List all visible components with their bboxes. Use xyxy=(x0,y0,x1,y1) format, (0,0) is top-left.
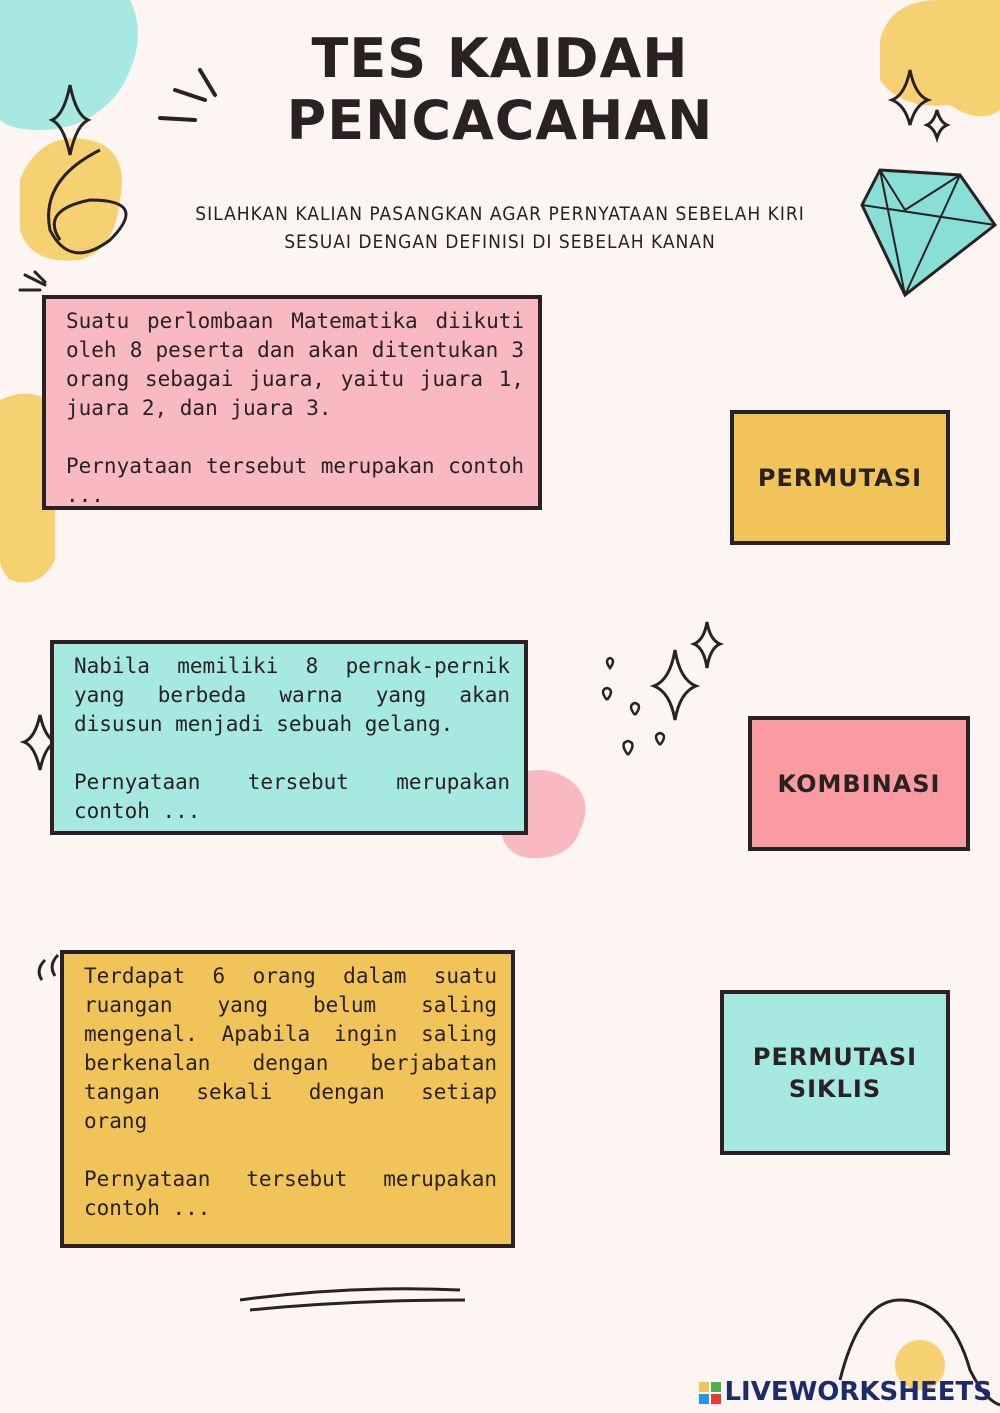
egg-decor xyxy=(838,1298,1000,1407)
sparkle-decor xyxy=(48,84,92,156)
sparkle-mid-decor xyxy=(649,649,701,721)
answer-label-1: PERMUTASI xyxy=(757,463,923,492)
hearts-decor xyxy=(601,656,666,756)
answer-box-kombinasi[interactable]: KOMBINASI xyxy=(748,716,970,851)
question-box-3[interactable]: Terdapat 6 orang dalam suatu ruangan yan… xyxy=(60,950,515,1248)
footer-brand: LIVEWORKSHEETS xyxy=(699,1377,992,1407)
sparkle-right-decor xyxy=(887,69,933,126)
question-1-text: Suatu perlombaan Matematika diikuti oleh… xyxy=(66,309,524,420)
bracket-decor xyxy=(18,270,47,292)
yellow-blob-decor xyxy=(20,138,122,261)
answer-box-permutasi-siklis[interactable]: PERMUTASI SIKLIS xyxy=(720,990,950,1155)
question-2-prompt: Pernyataan tersebut merupakan contoh ... xyxy=(74,770,510,823)
page-title: TES KAIDAH PENCACAHAN xyxy=(0,28,1000,152)
question-2-text: Nabila memiliki 8 pernak-pernik yang ber… xyxy=(74,654,510,736)
instruction-line-1: SILAHKAN KALIAN PASANGKAN AGAR PERNYATAA… xyxy=(195,203,805,225)
question-3-prompt: Pernyataan tersebut merupakan contoh ... xyxy=(84,1167,497,1220)
yellow-blob-mid-decor xyxy=(0,393,55,583)
underline-decor xyxy=(239,1287,466,1312)
liveworksheets-logo-icon xyxy=(699,1381,722,1404)
teal-blob-decor xyxy=(0,0,138,130)
yellow-blob-right-decor xyxy=(880,0,1000,117)
title-line-1: TES KAIDAH xyxy=(311,27,689,90)
instruction-text: SILAHKAN KALIAN PASANGKAN AGAR PERNYATAA… xyxy=(120,200,880,256)
answer-box-permutasi[interactable]: PERMUTASI xyxy=(730,410,950,545)
question-box-2[interactable]: Nabila memiliki 8 pernak-pernik yang ber… xyxy=(50,640,528,835)
answer-label-3-line-1: PERMUTASI xyxy=(752,1042,918,1071)
answer-label-2: KOMBINASI xyxy=(777,769,941,798)
title-line-2: PENCACAHAN xyxy=(286,89,714,152)
yolk-decor xyxy=(895,1340,945,1390)
scribble-decor xyxy=(47,148,128,255)
question-1-prompt: Pernyataan tersebut merupakan contoh ... xyxy=(66,454,524,507)
question-box-1[interactable]: Suatu perlombaan Matematika diikuti oleh… xyxy=(42,295,542,510)
sparkle-mid-small-decor xyxy=(689,621,725,669)
quote-decor xyxy=(37,953,60,981)
question-3-text: Terdapat 6 orang dalam suatu ruangan yan… xyxy=(84,964,497,1133)
dashes-decor xyxy=(158,68,217,122)
instruction-line-2: SESUAI DENGAN DEFINISI DI SEBELAH KANAN xyxy=(284,231,716,253)
footer-brand-text: LIVEWORKSHEETS xyxy=(724,1377,992,1407)
diamond-decor xyxy=(860,168,998,298)
sparkle-right-small-decor xyxy=(923,109,951,144)
answer-label-3-line-2: SIKLIS xyxy=(788,1074,882,1103)
